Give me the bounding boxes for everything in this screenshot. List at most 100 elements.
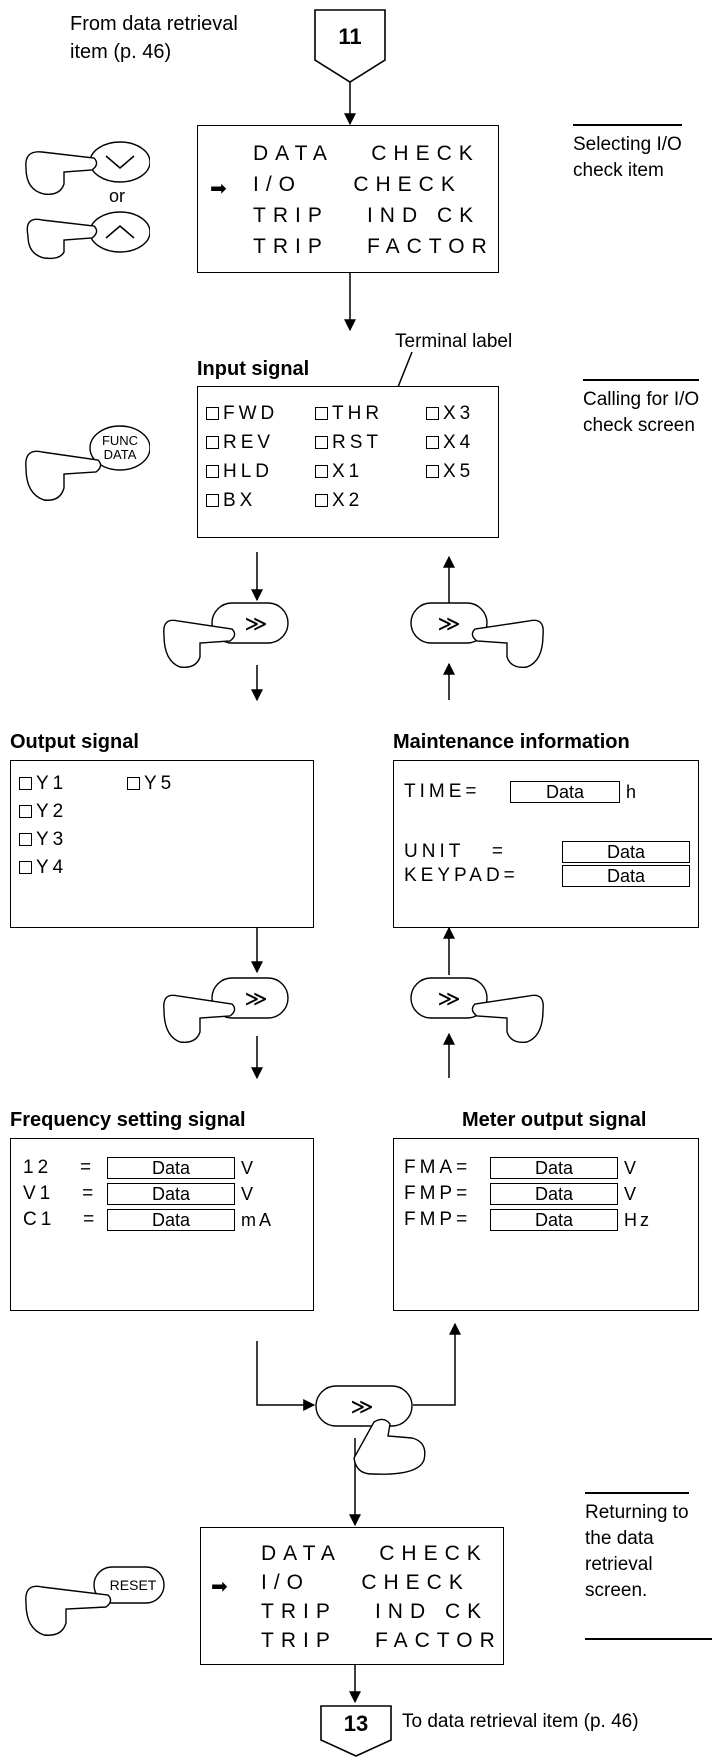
note-selecting-line1: Selecting I/O: [573, 132, 682, 158]
menu-item-data-check: DATA CHECK: [261, 1542, 488, 1566]
maintenance-label-unit: UNIT =: [404, 841, 507, 863]
input-signal-x3: X3: [426, 403, 474, 425]
output-signal-y3: Y3: [19, 829, 67, 851]
reset-key: RESET: [20, 1555, 170, 1645]
frequency-unit-c1: mA: [241, 1209, 274, 1231]
shift-symbol-icon: ≫: [437, 987, 460, 1012]
from-text-line2: item (p. 46): [70, 40, 171, 64]
note-calling-line2: check screen: [583, 413, 699, 439]
checkbox-icon: [19, 777, 32, 790]
reset-key-label: RESET: [110, 1577, 157, 1593]
down-key[interactable]: [90, 142, 150, 182]
checkbox-icon: [315, 436, 328, 449]
to-text: To data retrieval item (p. 46): [402, 1710, 639, 1734]
frequency-unit-v1: V: [241, 1183, 256, 1205]
meter-unit-fma: V: [624, 1157, 639, 1179]
input-signal-x2: X2: [315, 490, 363, 512]
output-signal-title: Output signal: [10, 730, 139, 754]
output-signal-y1: Y1: [19, 773, 67, 795]
shift-symbol-icon: ≫: [244, 987, 267, 1012]
pointing-hand-icon: [164, 620, 235, 667]
menu-item-trip-ind-ck: TRIP IND CK: [261, 1600, 488, 1624]
connector-badge-13-label: 13: [344, 1711, 368, 1736]
pointing-hand-icon: [472, 620, 543, 667]
output-signal-y2: Y2: [19, 801, 67, 823]
pointing-hand-icon: [27, 219, 96, 258]
or-label: or: [109, 186, 125, 206]
input-signal-bx: BX: [206, 490, 256, 512]
frequency-value-12: Data: [107, 1157, 235, 1179]
frequency-label-12: 12 =: [23, 1157, 95, 1179]
meter-unit-fmp-hz: Hz: [624, 1209, 652, 1231]
output-signal-screen: Y1 Y5 Y2 Y3 Y4: [10, 760, 314, 928]
menu-item-trip-ind-ck: TRIP IND CK: [253, 204, 480, 228]
maintenance-value-time: Data: [510, 781, 620, 803]
pointing-hand-icon: [26, 451, 101, 500]
shift-key-up-1: ≫: [407, 595, 547, 675]
meter-value-fmp-v: Data: [490, 1183, 618, 1205]
input-signal-thr: THR: [315, 403, 383, 425]
meter-label-fmp-v: FMP=: [404, 1183, 471, 1205]
output-signal-y5: Y5: [127, 773, 175, 795]
func-data-key: FUNC DATA: [20, 418, 150, 518]
up-down-keys: or: [20, 140, 150, 260]
pointing-hand-icon: [26, 1586, 111, 1635]
checkbox-icon: [315, 465, 328, 478]
checkbox-icon: [19, 805, 32, 818]
menu-item-trip-factor: TRIP FACTOR: [261, 1629, 502, 1653]
shift-symbol-icon: ≫: [244, 612, 267, 637]
menu-item-io-check: I/O CHECK: [261, 1571, 470, 1595]
input-signal-title: Input signal: [197, 357, 309, 381]
checkbox-icon: [315, 407, 328, 420]
note-selecting-line2: check item: [573, 158, 682, 184]
checkbox-icon: [426, 465, 439, 478]
connector-badge-11-label: 11: [338, 24, 361, 49]
maintenance-label-keypad: KEYPAD=: [404, 865, 519, 887]
maintenance-value-keypad: Data: [562, 865, 690, 887]
frequency-label-v1: V1 =: [23, 1183, 97, 1205]
shift-key-up-2: ≫: [407, 970, 547, 1050]
frequency-value-v1: Data: [107, 1183, 235, 1205]
input-signal-rev: REV: [206, 432, 274, 454]
input-signal-hld: HLD: [206, 461, 273, 483]
pointing-hand-icon: [26, 152, 97, 194]
meter-value-fma: Data: [490, 1157, 618, 1179]
checkbox-icon: [426, 407, 439, 420]
func-key-label: FUNC: [102, 433, 138, 448]
input-signal-x1: X1: [315, 461, 363, 483]
menu-screen-return: ➡ DATA CHECK I/O CHECK TRIP IND CK TRIP …: [200, 1527, 504, 1665]
frequency-label-c1: C1 =: [23, 1209, 98, 1231]
output-signal-y4: Y4: [19, 857, 67, 879]
maintenance-value-unit: Data: [562, 841, 690, 863]
frequency-screen: 12 = Data V V1 = Data V C1 = Data mA: [10, 1138, 314, 1311]
shift-symbol-icon: ≫: [350, 1395, 373, 1420]
selector-arrow-icon: ➡: [211, 1574, 228, 1599]
note-returning-line1: Returning to: [585, 1500, 689, 1526]
note-selecting: Selecting I/O check item: [573, 124, 682, 184]
menu-item-io-check: I/O CHECK: [253, 173, 462, 197]
connector-badge-11: 11: [312, 8, 388, 84]
note-returning-line4: screen.: [585, 1578, 689, 1604]
checkbox-icon: [206, 436, 219, 449]
input-signal-x5: X5: [426, 461, 474, 483]
meter-label-fmp-hz: FMP=: [404, 1209, 471, 1231]
frequency-unit-12: V: [241, 1157, 256, 1179]
menu-screen-select: ➡ DATA CHECK I/O CHECK TRIP IND CK TRIP …: [197, 125, 499, 273]
menu-item-trip-factor: TRIP FACTOR: [253, 235, 494, 259]
meter-value-fmp-hz: Data: [490, 1209, 618, 1231]
input-signal-screen: FWD THR X3 REV RST X4 HLD X1 X5 BX X2: [197, 386, 499, 538]
meter-title: Meter output signal: [462, 1108, 646, 1132]
up-key[interactable]: [90, 212, 150, 252]
maintenance-screen: TIME= Data h UNIT = Data KEYPAD= Data: [393, 760, 699, 928]
note-returning-rule: [585, 1638, 712, 1640]
checkbox-icon: [127, 777, 140, 790]
note-calling: Calling for I/O check screen: [583, 379, 699, 439]
selector-arrow-icon: ➡: [210, 176, 227, 201]
connector-badge-13: 13: [318, 1704, 394, 1758]
data-key-label: DATA: [104, 447, 137, 462]
terminal-label: Terminal label: [395, 330, 512, 354]
checkbox-icon: [315, 494, 328, 507]
input-signal-fwd: FWD: [206, 403, 278, 425]
checkbox-icon: [19, 833, 32, 846]
pointing-hand-icon: [354, 1419, 425, 1474]
